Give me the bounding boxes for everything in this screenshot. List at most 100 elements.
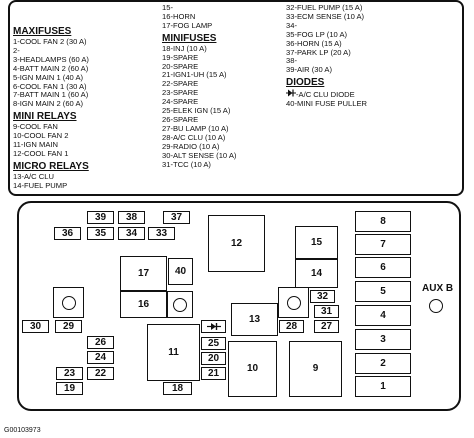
legend-item: 40-MINI FUSE PULLER xyxy=(286,99,368,109)
fuse-slot-20: 20 xyxy=(201,352,226,365)
fuse-slot-1: 1 xyxy=(355,376,411,397)
legend-item: 13-A/C CLU xyxy=(13,171,54,181)
fuse-slot-39: 39 xyxy=(87,211,114,224)
legend-item: 38- xyxy=(286,56,297,66)
legend-item: 12-COOL FAN 1 xyxy=(13,148,69,158)
aux-b-label: AUX B xyxy=(422,283,454,294)
fuse-slot-36: 36 xyxy=(54,227,81,240)
fuse-slot-34: 34 xyxy=(118,227,145,240)
legend-heading: MINI RELAYS xyxy=(13,111,77,123)
mount-hole-icon xyxy=(173,297,187,312)
fuse-slot-33: 33 xyxy=(148,227,175,240)
legend-item: 3-HEADLAMPS (60 A) xyxy=(13,54,89,64)
legend-heading: MICRO RELAYS xyxy=(13,160,89,172)
fuse-slot-10: 10 xyxy=(228,341,277,397)
fuse-slot-17: 17 xyxy=(120,256,167,291)
legend-item: 29-RADIO (10 A) xyxy=(162,141,220,151)
fuse-slot-35: 35 xyxy=(87,227,114,240)
fuse-slot-19: 19 xyxy=(56,382,83,395)
legend-item: 20-SPARE xyxy=(162,61,199,71)
fuse-panel-outline xyxy=(17,201,461,411)
legend-item: 23-SPARE xyxy=(162,88,199,98)
legend-item: 10-COOL FAN 2 xyxy=(13,131,69,141)
fuse-slot-15: 15 xyxy=(295,226,338,259)
fuse-slot-12: 12 xyxy=(208,215,265,272)
fuse-slot-21: 21 xyxy=(201,367,226,380)
fuse-slot-30: 30 xyxy=(22,320,49,333)
fuse-slot-31: 31 xyxy=(314,305,339,318)
legend-item: 2- xyxy=(13,45,20,55)
fuse-slot-32: 32 xyxy=(310,290,335,303)
fuse-slot-37: 37 xyxy=(163,211,190,224)
legend-item: 27-BU LAMP (10 A) xyxy=(162,123,229,133)
mount-hole-icon xyxy=(61,295,76,310)
mount-hole-box-right xyxy=(278,287,309,318)
legend-item: 33-ECM SENSE (10 A) xyxy=(286,11,365,21)
legend-item: 17-FOG LAMP xyxy=(162,20,213,30)
fuse-slot-8: 8 xyxy=(355,211,411,232)
figure-code: G00103973 xyxy=(4,427,41,434)
legend-item: 32-FUEL PUMP (15 A) xyxy=(286,3,363,12)
legend-heading: DIODES xyxy=(286,77,325,89)
legend-item: 4-BATT MAIN 2 (60 A) xyxy=(13,63,89,73)
legend-item: 30-ALT SENSE (10 A) xyxy=(162,150,237,160)
aux-b-terminal-icon xyxy=(429,299,443,313)
legend-item: 9-COOL FAN xyxy=(13,122,58,132)
diode-icon xyxy=(206,323,221,330)
fuse-slot-16: 16 xyxy=(120,291,167,318)
legend-heading: MINIFUSES xyxy=(162,32,217,44)
legend-item: 15- xyxy=(162,3,173,12)
fuse-slot-25: 25 xyxy=(201,337,226,350)
fuse-slot-3: 3 xyxy=(355,329,411,350)
legend-item: 24-SPARE xyxy=(162,97,199,107)
diode-icon xyxy=(286,89,296,97)
fuse-slot-27: 27 xyxy=(314,320,339,333)
diode-slot xyxy=(201,320,226,333)
legend-item: -A/C CLU DIODE xyxy=(286,89,367,100)
fuse-slot-23: 23 xyxy=(56,367,83,380)
mount-hole-icon xyxy=(286,295,301,310)
legend-item: 28-A/C CLU (10 A) xyxy=(162,132,226,142)
fuse-slot-2: 2 xyxy=(355,353,411,374)
fuse-slot-22: 22 xyxy=(87,367,114,380)
legend-item: 25-ELEK IGN (15 A) xyxy=(162,106,231,116)
fuse-slot-28: 28 xyxy=(279,320,304,333)
mount-hole-box-left xyxy=(53,287,84,318)
fuse-slot-38: 38 xyxy=(118,211,145,224)
legend-item: 34- xyxy=(286,20,297,30)
legend-item: 37-PARK LP (20 A) xyxy=(286,47,351,57)
legend-heading: MAXIFUSES xyxy=(13,26,72,37)
legend-item: 5-IGN MAIN 1 (40 A) xyxy=(13,72,84,82)
fuse-slot-29: 29 xyxy=(55,320,82,333)
fuse-slot-13: 13 xyxy=(231,303,278,336)
fuse-slot-7: 7 xyxy=(355,234,411,255)
legend-item: 11-IGN MAIN xyxy=(13,140,59,150)
fuse-slot-4: 4 xyxy=(355,305,411,326)
legend-item: 31-TCC (10 A) xyxy=(162,159,211,169)
mount-hole-box-center xyxy=(167,291,193,318)
legend-item: 16-HORN xyxy=(162,11,196,21)
legend-item: 35-FOG LP (10 A) xyxy=(286,29,348,39)
fuse-slot-6: 6 xyxy=(355,257,411,278)
fuse-slot-18: 18 xyxy=(163,382,192,395)
legend-item: 39-AIR (30 A) xyxy=(286,65,333,75)
fuse-slot-40: 40 xyxy=(168,258,193,285)
fuse-slot-5: 5 xyxy=(355,281,411,302)
fuse-slot-9: 9 xyxy=(289,341,342,397)
legend-item: 14-FUEL PUMP xyxy=(13,180,68,190)
legend-item: 8-IGN MAIN 2 (60 A) xyxy=(13,99,84,109)
fuse-slot-11: 11 xyxy=(147,324,200,381)
legend-item: 6-COOL FAN 1 (30 A) xyxy=(13,81,87,91)
fuse-slot-24: 24 xyxy=(87,351,114,364)
legend-item: 19-SPARE xyxy=(162,52,199,62)
legend-column: 32-FUEL PUMP (15 A)33-ECM SENSE (10 A)34… xyxy=(286,3,368,109)
legend-item: 7-BATT MAIN 1 (60 A) xyxy=(13,90,89,100)
legend-item: 18-INJ (10 A) xyxy=(162,43,207,53)
legend-item: 22-SPARE xyxy=(162,79,199,89)
legend-item: 21-IGN1-UH (15 A) xyxy=(162,70,227,80)
legend-item: 1-COOL FAN 2 (30 A) xyxy=(13,37,87,46)
legend-item: 36-HORN (15 A) xyxy=(286,38,342,48)
fuse-slot-14: 14 xyxy=(295,259,338,288)
